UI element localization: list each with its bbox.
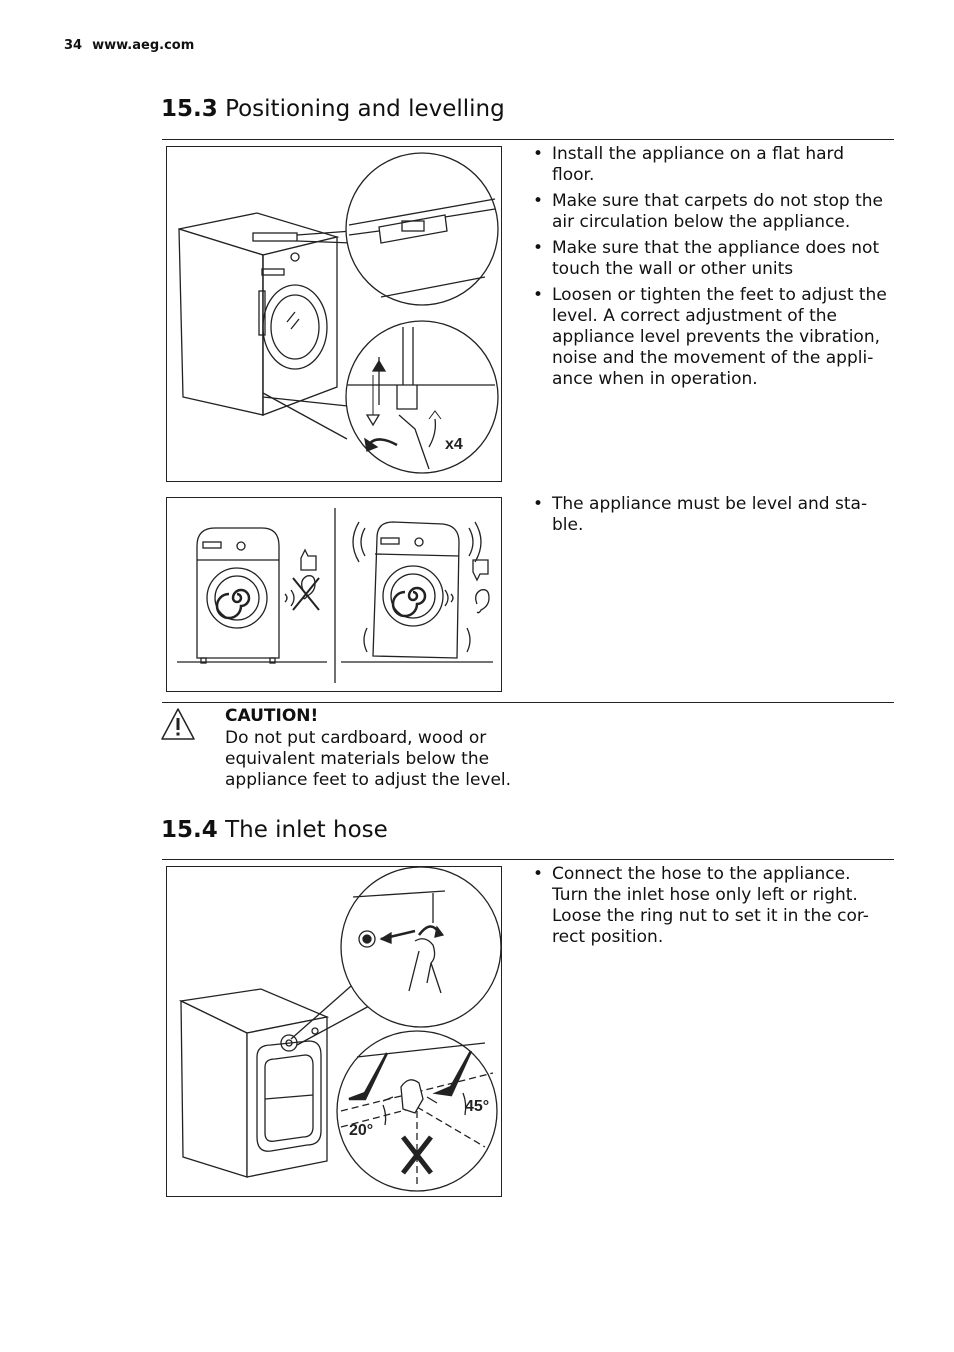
- section-rule: [162, 702, 894, 703]
- list-item: Make sure that the appliance does not to…: [533, 238, 888, 280]
- inlet-hose-illustration: 20° 45°: [166, 866, 502, 1197]
- section-rule: [162, 139, 894, 140]
- angle-left-label: 20°: [349, 1122, 373, 1139]
- connector-detail: [290, 867, 501, 1046]
- spirit-level-detail: [296, 152, 499, 306]
- page-header: 34 www.aeg.com: [64, 38, 194, 53]
- levelling-instructions-list: Install the appliance on a flat hard flo…: [533, 144, 888, 395]
- section-number: 15.3: [161, 96, 218, 122]
- list-item: Loosen or tighten the feet to adjust the…: [533, 285, 888, 390]
- level-washer-drawing: [177, 527, 327, 664]
- section-heading-15-3: 15.3 Positioning and levelling: [161, 96, 505, 122]
- angle-right-label: 45°: [465, 1098, 489, 1115]
- washer-rear-drawing: [178, 988, 330, 1178]
- warning-triangle-icon: [161, 708, 195, 740]
- levelling-illustration: x4: [166, 146, 502, 482]
- approved-quiet-icon: [292, 548, 320, 611]
- caution-title: CAUTION!: [225, 706, 319, 726]
- list-item: The appliance must be level and sta-ble.: [533, 494, 888, 536]
- stability-instructions-list: The appliance must be level and sta-ble.: [533, 494, 888, 541]
- list-item: Connect the hose to the appliance. Turn …: [533, 864, 888, 948]
- inlet-hose-instructions-list: Connect the hose to the appliance. Turn …: [533, 864, 888, 953]
- section-number: 15.4: [161, 817, 218, 843]
- section-title: Positioning and levelling: [225, 96, 505, 122]
- section-rule: [162, 859, 894, 860]
- washer-drawing: [178, 212, 340, 416]
- stability-comparison-illustration: [166, 497, 502, 692]
- page-number: 34: [64, 38, 83, 53]
- caution-text: Do not put cardboard, wood or equivalent…: [225, 728, 512, 790]
- foot-count-label: x4: [445, 436, 463, 453]
- foot-adjust-detail: [262, 320, 499, 474]
- section-title: The inlet hose: [225, 817, 388, 843]
- rejected-noisy-icon: [472, 559, 490, 614]
- unlevel-washer-drawing: [341, 521, 493, 663]
- list-item: Install the appliance on a flat hard flo…: [533, 144, 888, 186]
- section-heading-15-4: 15.4 The inlet hose: [161, 817, 388, 843]
- list-item: Make sure that carpets do not stop the a…: [533, 191, 888, 233]
- website-link[interactable]: www.aeg.com: [92, 38, 195, 53]
- hose-angle-detail: [336, 1030, 498, 1192]
